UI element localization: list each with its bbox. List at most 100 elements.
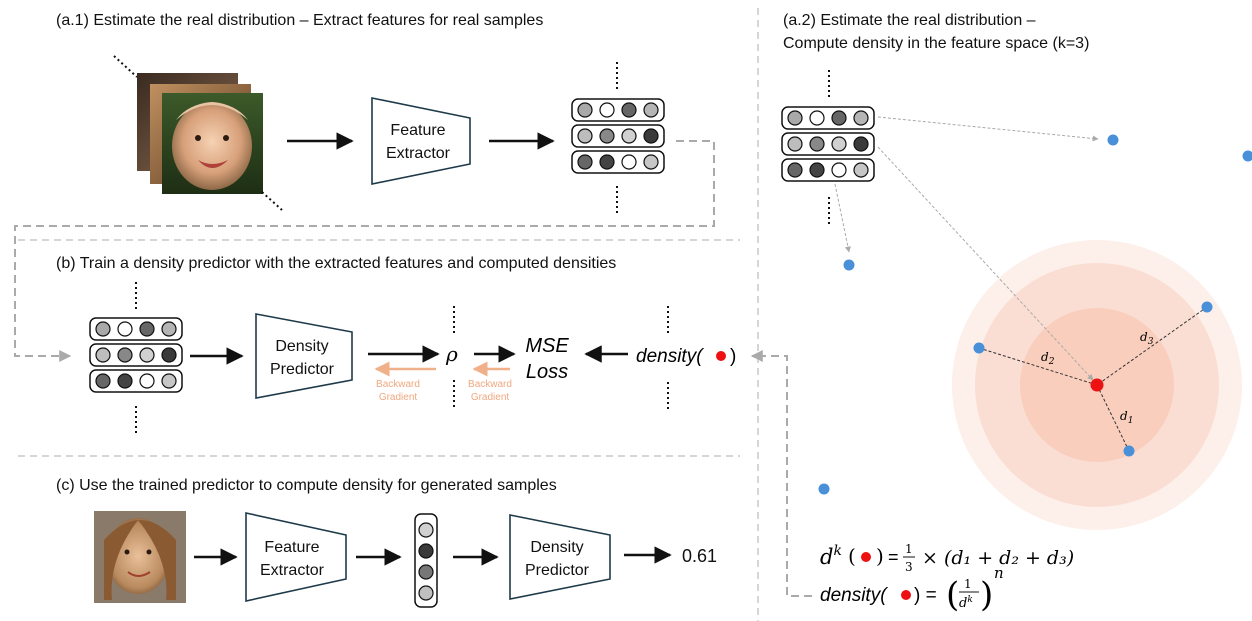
svg-text:) =: ) = (914, 585, 937, 606)
feature-cell (809, 162, 825, 178)
ellipsis-dots-b (453, 306, 669, 410)
density-predictor-b: Density Predictor (255, 313, 353, 399)
feature-cell (577, 102, 593, 118)
density-predictor-c: Density Predictor (509, 514, 611, 600)
ellipsis-dots-vectors (135, 62, 618, 434)
feature-cell (95, 321, 111, 337)
density-predictor-c-label-line2: Predictor (525, 562, 590, 579)
density-target-label: density( (636, 346, 704, 367)
feature-cell (95, 373, 111, 389)
svg-text:): ) (876, 544, 884, 568)
backward-gradient-label-1-line2: Gradient (379, 392, 418, 403)
svg-text:(: ( (946, 575, 959, 615)
backward-gradient-label-2-line1: Backward (468, 379, 512, 390)
feature-cell (831, 110, 847, 126)
section-a1-title: (a.1) Estimate the real distribution – E… (56, 12, 543, 29)
feature-vector-row (89, 369, 183, 393)
dashed-flow-a1-to-b (14, 140, 715, 362)
feature-cell (139, 347, 155, 363)
feature-cell (577, 154, 593, 170)
feature-point (818, 483, 830, 495)
feature-vector-row (571, 124, 665, 148)
feature-cell (621, 128, 637, 144)
feature-cell (161, 321, 177, 337)
feature-cell (139, 321, 155, 337)
feature-cell (853, 162, 869, 178)
feature-vector-row (781, 158, 875, 182)
real-feature-vectors-a2 (781, 106, 875, 182)
feature-extractor-c-label-line2: Extractor (260, 562, 325, 579)
feature-cell (599, 128, 615, 144)
feature-point (1201, 301, 1213, 313)
density-formula: density( ) = ( 1 dk ) n (820, 564, 1004, 615)
feature-vector-row (89, 343, 183, 367)
density-target-close: ) (730, 346, 736, 367)
feature-cell (161, 373, 177, 389)
section-a2-title-line1: (a.2) Estimate the real distribution – (783, 12, 1036, 29)
feature-cell (809, 136, 825, 152)
svg-text:=: = (888, 547, 899, 567)
feature-cell (809, 110, 825, 126)
svg-text:n: n (994, 564, 1004, 582)
real-feature-vectors-b (89, 317, 183, 393)
feature-cell (117, 347, 133, 363)
feature-cell (117, 373, 133, 389)
feature-vector-row (571, 98, 665, 122)
feature-cell (95, 347, 111, 363)
feature-cell (599, 102, 615, 118)
feature-cell (599, 154, 615, 170)
feature-cell (787, 136, 803, 152)
dashed-flow-formula-to-density (750, 350, 812, 597)
feature-point (1242, 150, 1252, 162)
section-c-title: (c) Use the trained predictor to compute… (56, 477, 557, 494)
backward-gradient-label-1-line1: Backward (376, 379, 420, 390)
svg-text:dk: dk (959, 595, 973, 611)
knn-distance-lines (978, 306, 1208, 452)
feature-cell (643, 102, 659, 118)
feature-cell (831, 162, 847, 178)
real-samples-photo-stack (113, 55, 283, 211)
svg-text:× (d₁ + d₂ + d₃): × (d₁ + d₂ + d₃) (922, 547, 1074, 569)
svg-text:density(: density( (820, 585, 888, 606)
feature-extractor-label-line2: Extractor (386, 145, 451, 162)
feature-cell (831, 136, 847, 152)
feature-vector-row (781, 132, 875, 156)
feature-cell (643, 154, 659, 170)
distance-label-d3: d3 (1140, 330, 1154, 347)
rho-symbol: ρ (445, 342, 458, 366)
feature-cell (161, 347, 177, 363)
feature-cell (853, 110, 869, 126)
generated-feature-vector (414, 513, 438, 608)
feature-extractor-c-label-line1: Feature (264, 539, 319, 556)
feature-space-points (818, 134, 1252, 495)
svg-text:dk: dk (820, 543, 842, 569)
feature-cell (621, 102, 637, 118)
mse-label-line2: Loss (526, 361, 568, 383)
svg-text:(: ( (848, 544, 856, 568)
feature-extractor-c: Feature Extractor (245, 512, 347, 602)
red-point-marker (716, 351, 726, 361)
svg-text:1: 1 (964, 577, 972, 591)
feature-extractor-label-line1: Feature (390, 122, 445, 139)
density-predictor-label-line1: Density (275, 338, 328, 355)
section-b-title: (b) Train a density predictor with the e… (56, 255, 616, 272)
predicted-density-value: 0.61 (682, 546, 717, 566)
feature-vector-row (781, 106, 875, 130)
feature-extractor-a1: Feature Extractor (371, 97, 471, 185)
feature-point (843, 259, 855, 271)
feature-cell (787, 162, 803, 178)
real-feature-vectors-a1 (571, 98, 665, 174)
feature-cell (117, 321, 133, 337)
mse-label-line1: MSE (525, 335, 569, 357)
feature-point (973, 342, 985, 354)
svg-text:): ) (980, 575, 993, 615)
feature-cell (787, 110, 803, 126)
distance-label-d1: d1 (1120, 409, 1133, 426)
feature-cell (139, 373, 155, 389)
density-predictor-c-label-line1: Density (530, 539, 583, 556)
feature-cell (577, 128, 593, 144)
knn-distance-formula: dk ( ) = 1 3 × (d₁ + d₂ + d₃) (820, 542, 1074, 574)
feature-mapping-lines (834, 116, 1099, 381)
feature-vector-row (571, 150, 665, 174)
feature-point (1123, 445, 1135, 457)
